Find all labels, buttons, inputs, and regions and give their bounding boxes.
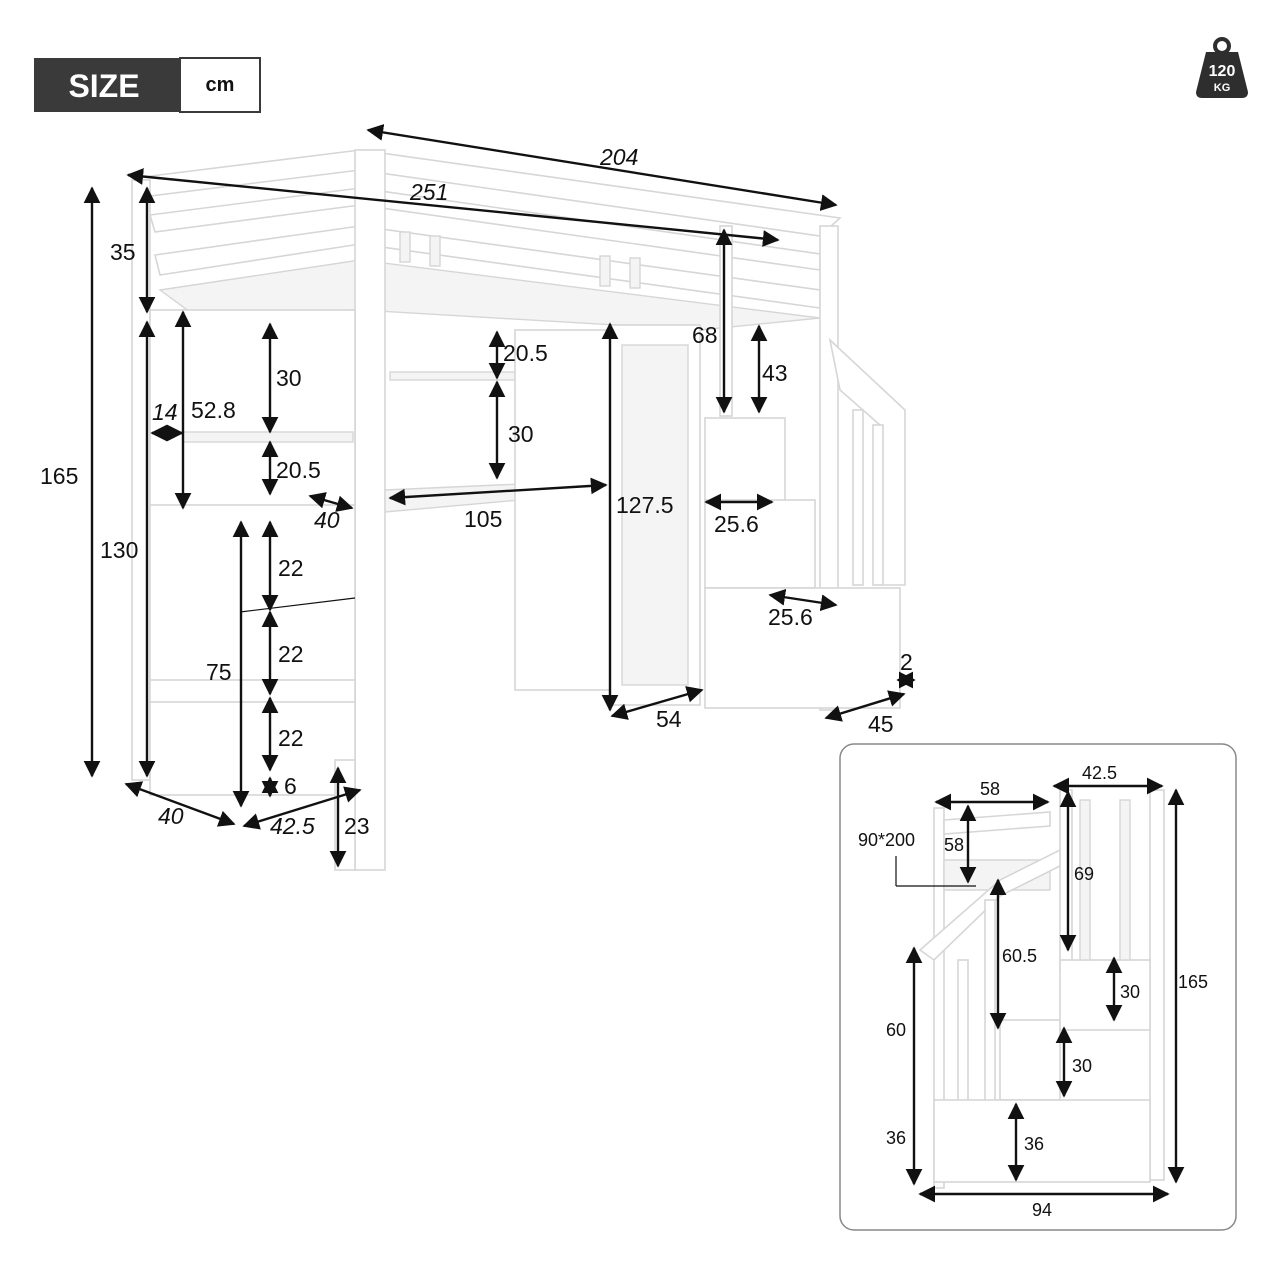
inset-dim-top-width: 58: [980, 779, 1000, 799]
inset-dim-step-2: 30: [1072, 1056, 1092, 1076]
dim-bed-depth: 42.5: [270, 813, 315, 839]
dim-stair-width: 45: [868, 711, 894, 737]
dim-total-length: 204: [599, 144, 638, 170]
inset-dim-rail-height-2: 69: [1074, 864, 1094, 884]
inset-dim-total-height: 165: [1178, 972, 1208, 992]
dim-desk-length: 105: [464, 506, 502, 532]
size-badge: SIZE cm: [34, 57, 261, 113]
weight-unit: KG: [1214, 82, 1231, 94]
main-dimension-lines: [83, 124, 916, 868]
main-dimension-labels: 204 251 165 35 130 14 52.8 30 20.5 40 20…: [40, 144, 913, 839]
loft-bed-drawing: [131, 149, 906, 871]
weight-capacity-icon: 120 KG: [1196, 37, 1248, 98]
inset-dim-side-lower: 36: [886, 1128, 906, 1148]
dim-total-height: 165: [40, 463, 78, 489]
dim-step-depth-2: 25.6: [768, 604, 813, 630]
dim-leg-height: 23: [344, 813, 370, 839]
dim-shelf-depth: 14: [152, 399, 178, 425]
dim-shelf-width: 40: [314, 507, 340, 533]
dim-under-bed-height: 130: [100, 537, 138, 563]
dim-stair-rail-height: 68: [692, 322, 718, 348]
dim-drawer-1: 22: [278, 555, 304, 581]
size-label: SIZE: [68, 68, 139, 104]
dim-shelf-column-height: 52.8: [191, 397, 236, 423]
dim-dresser-depth: 40: [158, 803, 184, 829]
inset-dim-side-upper: 60: [886, 1020, 906, 1040]
inset-dim-stair-width: 42.5: [1082, 763, 1117, 783]
dim-desk-top-space: 20.5: [503, 340, 548, 366]
inset-dim-total-width: 94: [1032, 1200, 1052, 1220]
dim-desk-lower-space: 30: [508, 421, 534, 447]
weight-value: 120: [1209, 63, 1236, 80]
dim-wardrobe-width: 54: [656, 706, 682, 732]
inset-dim-step-1: 30: [1120, 982, 1140, 1002]
inset-dim-upper-clearance: 60.5: [1002, 946, 1037, 966]
inset-dim-step-3: 36: [1024, 1134, 1044, 1154]
dim-wardrobe-height: 127.5: [616, 492, 674, 518]
dim-inner-length: 251: [409, 179, 448, 205]
dim-drawer-base: 6: [284, 773, 297, 799]
inset-side-view-panel: 58 42.5 90*200 58 69 60.5 165 30 30 36 6…: [839, 743, 1237, 1231]
dim-dresser-height: 75: [206, 659, 232, 685]
inset-dim-mattress: 90*200: [858, 830, 915, 850]
dim-lower-shelf-space: 20.5: [276, 457, 321, 483]
inset-dim-rail-height: 58: [944, 835, 964, 855]
dim-drawer-2: 22: [278, 641, 304, 667]
dim-upper-shelf-space: 30: [276, 365, 302, 391]
dim-step-depth-1: 25.6: [714, 511, 759, 537]
dim-stair-post-height: 43: [762, 360, 788, 386]
dim-stair-gap: 2: [900, 649, 913, 675]
dim-guardrail-height: 35: [110, 239, 136, 265]
dim-drawer-3: 22: [278, 725, 304, 751]
unit-label: cm: [206, 74, 235, 96]
